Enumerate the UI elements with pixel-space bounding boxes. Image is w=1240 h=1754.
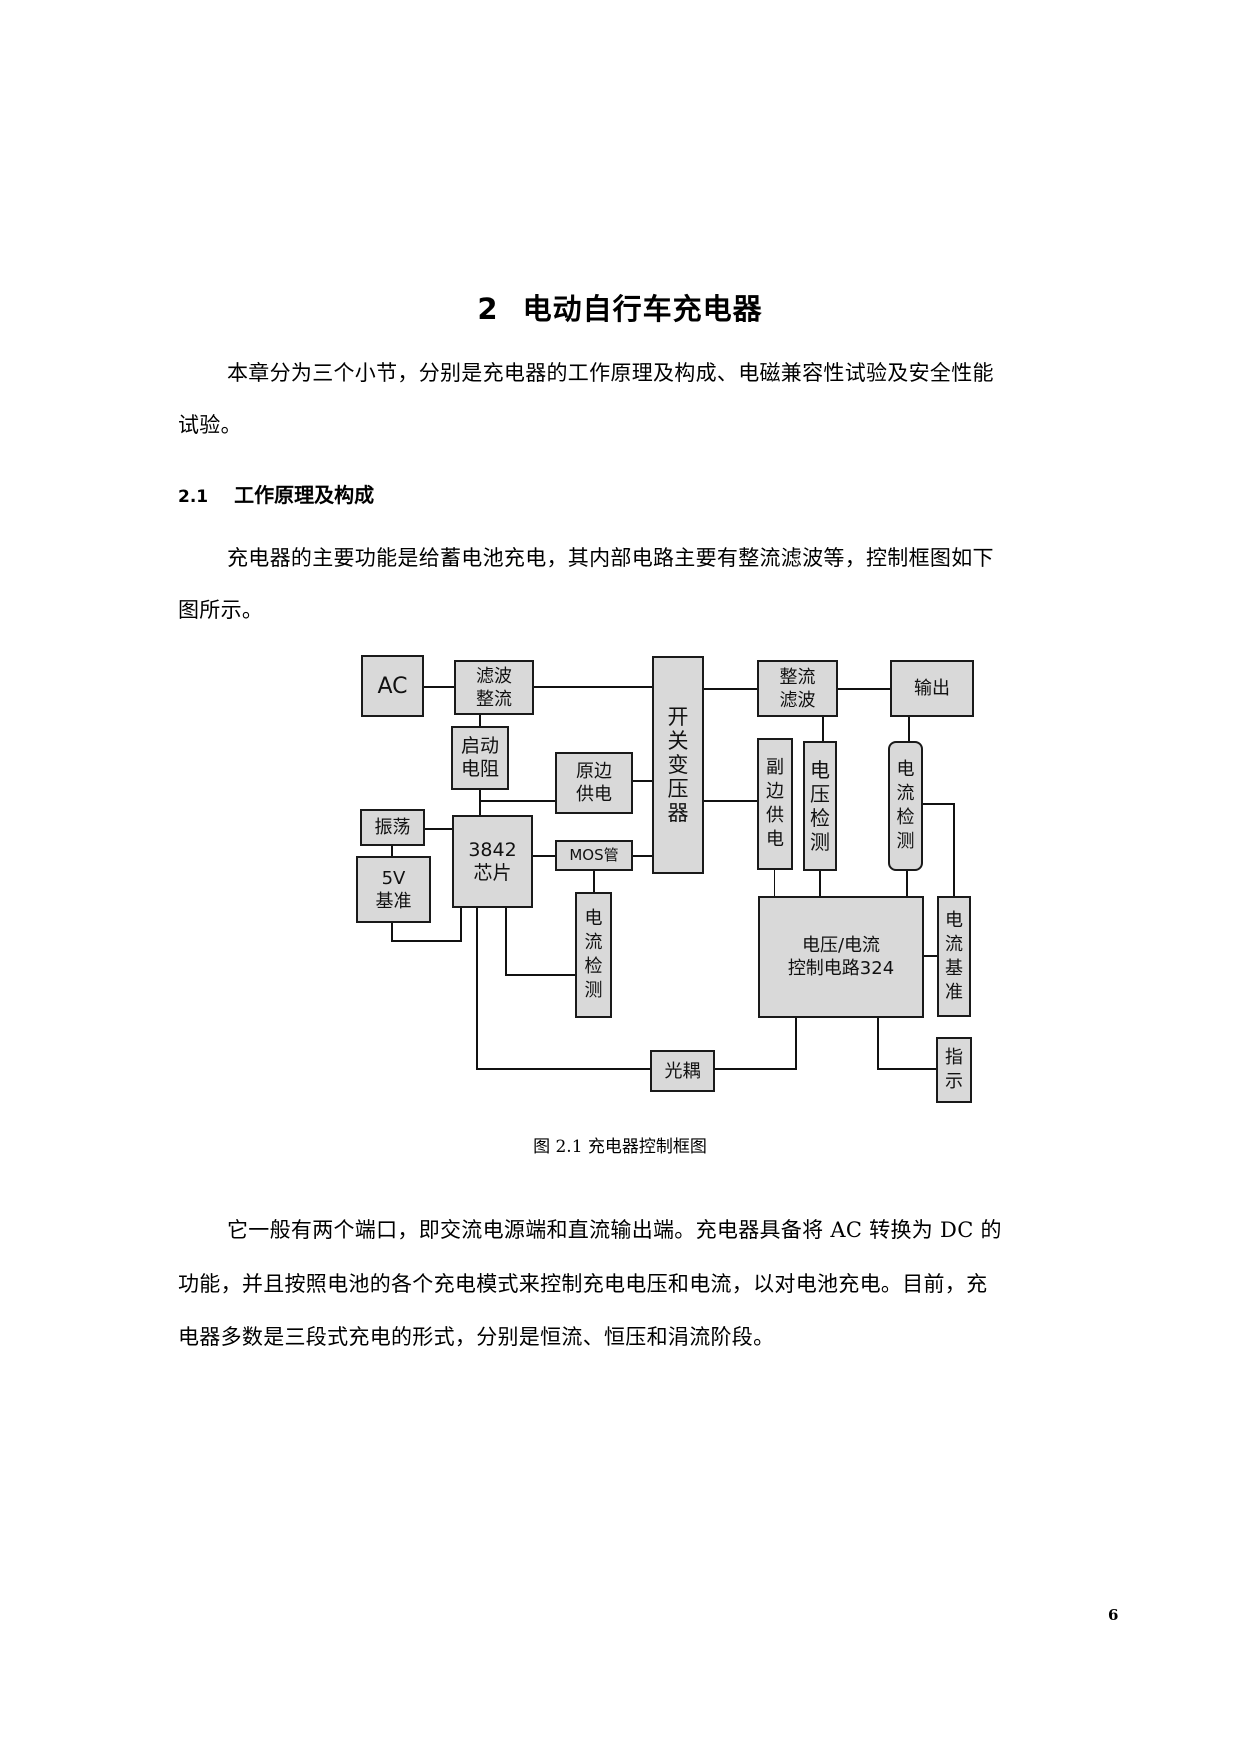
section-number: 2.1 bbox=[178, 487, 209, 507]
block-label: 电压/电流 控制电路324 bbox=[787, 935, 895, 979]
connector bbox=[476, 1068, 650, 1070]
block-label: 副边供电 bbox=[766, 757, 784, 850]
block-label: 电流基准 bbox=[945, 909, 963, 1003]
section-paragraph-line-1: 充电器的主要功能是给蓄电池充电，其内部电路主要有整流滤波等，控制框图如下 bbox=[227, 546, 994, 570]
block-current-ref: 电流基准 bbox=[937, 896, 971, 1017]
block-rectify-filter: 整流 滤波 bbox=[757, 660, 838, 717]
chapter-number: 2 bbox=[477, 292, 499, 326]
block-label: 电流检测 bbox=[896, 759, 915, 852]
connector bbox=[906, 871, 908, 896]
block-chip-3842: 3842 芯片 bbox=[452, 815, 533, 908]
connector bbox=[460, 908, 462, 942]
block-label: 3842 芯片 bbox=[468, 838, 517, 884]
connector bbox=[953, 803, 955, 896]
connector bbox=[476, 908, 478, 1068]
connector bbox=[593, 871, 595, 892]
connector bbox=[774, 870, 775, 896]
connector bbox=[923, 803, 954, 805]
block-label: 输出 bbox=[914, 678, 950, 699]
block-label: 整流 滤波 bbox=[779, 666, 816, 711]
block-mos: MOS管 bbox=[555, 840, 633, 871]
section-title: 工作原理及构成 bbox=[234, 483, 375, 507]
block-output: 输出 bbox=[890, 660, 974, 717]
connector bbox=[533, 855, 555, 857]
block-label: 5V 基准 bbox=[375, 867, 412, 912]
block-label: 开关变压器 bbox=[667, 705, 689, 825]
block-label: 电流检测 bbox=[584, 908, 603, 1001]
block-label: 指示 bbox=[945, 1047, 963, 1092]
block-oscillator: 振荡 bbox=[360, 809, 425, 846]
closing-paragraph-line-2: 功能，并且按照电池的各个充电模式来控制充电电压和电流，以对电池充电。目前，充 bbox=[178, 1272, 988, 1296]
connector bbox=[633, 855, 652, 857]
block-current-detect-right: 电流检测 bbox=[888, 741, 923, 871]
connector bbox=[505, 974, 575, 976]
block-indicator: 指示 bbox=[936, 1037, 972, 1103]
chapter-title: 2 电动自行车充电器 bbox=[0, 286, 1240, 328]
connector bbox=[505, 908, 507, 976]
block-current-detect-left: 电流检测 bbox=[575, 892, 612, 1018]
section-paragraph-line-2: 图所示。 bbox=[178, 598, 264, 622]
block-primary-supply: 原边 供电 bbox=[555, 752, 633, 814]
closing-paragraph-line-3: 电器多数是三段式充电的形式，分别是恒流、恒压和涓流阶段。 bbox=[178, 1325, 775, 1349]
figure-caption: 图 2.1 充电器控制框图 bbox=[533, 1137, 707, 1157]
block-voltage-detect: 电压检测 bbox=[803, 741, 837, 871]
connector bbox=[819, 871, 821, 896]
connector bbox=[425, 828, 452, 830]
block-optocoupler: 光耦 bbox=[650, 1050, 715, 1092]
block-ref-5v: 5V 基准 bbox=[356, 856, 431, 923]
connector bbox=[479, 800, 555, 802]
block-control-324: 电压/电流 控制电路324 bbox=[758, 896, 924, 1018]
block-label: 滤波 整流 bbox=[476, 665, 512, 710]
intro-paragraph-line-1: 本章分为三个小节，分别是充电器的工作原理及构成、电磁兼容性试验及安全性能 bbox=[227, 361, 994, 385]
block-filter-rectify: 滤波 整流 bbox=[454, 660, 534, 715]
block-label: 光耦 bbox=[664, 1060, 701, 1082]
connector bbox=[877, 1018, 879, 1070]
connector bbox=[822, 717, 824, 742]
section-heading: 2.1 工作原理及构成 bbox=[178, 479, 374, 508]
connector bbox=[391, 846, 393, 856]
block-label: 原边 供电 bbox=[576, 761, 612, 805]
connector bbox=[837, 688, 890, 690]
block-switch-transformer: 开关变压器 bbox=[652, 656, 704, 874]
chapter-title-text: 电动自行车充电器 bbox=[522, 292, 763, 326]
block-label: 振荡 bbox=[374, 817, 411, 838]
block-label: AC bbox=[377, 673, 408, 699]
connector bbox=[479, 790, 481, 815]
connector bbox=[704, 688, 757, 690]
closing-paragraph-line-1: 它一般有两个端口，即交流电源端和直流输出端。充电器具备将 AC 转换为 DC 的 bbox=[227, 1218, 1002, 1242]
connector bbox=[391, 923, 393, 942]
page-number: 6 bbox=[1108, 1606, 1119, 1624]
block-startup-resistor: 启动 电阻 bbox=[451, 726, 509, 790]
connector bbox=[479, 714, 481, 726]
block-label: 电压检测 bbox=[810, 758, 830, 854]
block-label: 启动 电阻 bbox=[460, 735, 499, 780]
connector bbox=[424, 686, 454, 688]
connector bbox=[633, 780, 652, 782]
connector bbox=[795, 1018, 797, 1070]
connector bbox=[715, 1068, 797, 1070]
intro-paragraph-line-2: 试验。 bbox=[178, 413, 242, 437]
connector bbox=[908, 717, 910, 742]
block-label: MOS管 bbox=[569, 846, 619, 864]
connector bbox=[533, 686, 652, 688]
block-secondary-supply: 副边供电 bbox=[757, 738, 793, 870]
connector bbox=[877, 1068, 937, 1070]
connector bbox=[391, 940, 461, 942]
connector bbox=[704, 800, 757, 802]
block-ac: AC bbox=[361, 655, 424, 717]
connector bbox=[924, 955, 937, 957]
